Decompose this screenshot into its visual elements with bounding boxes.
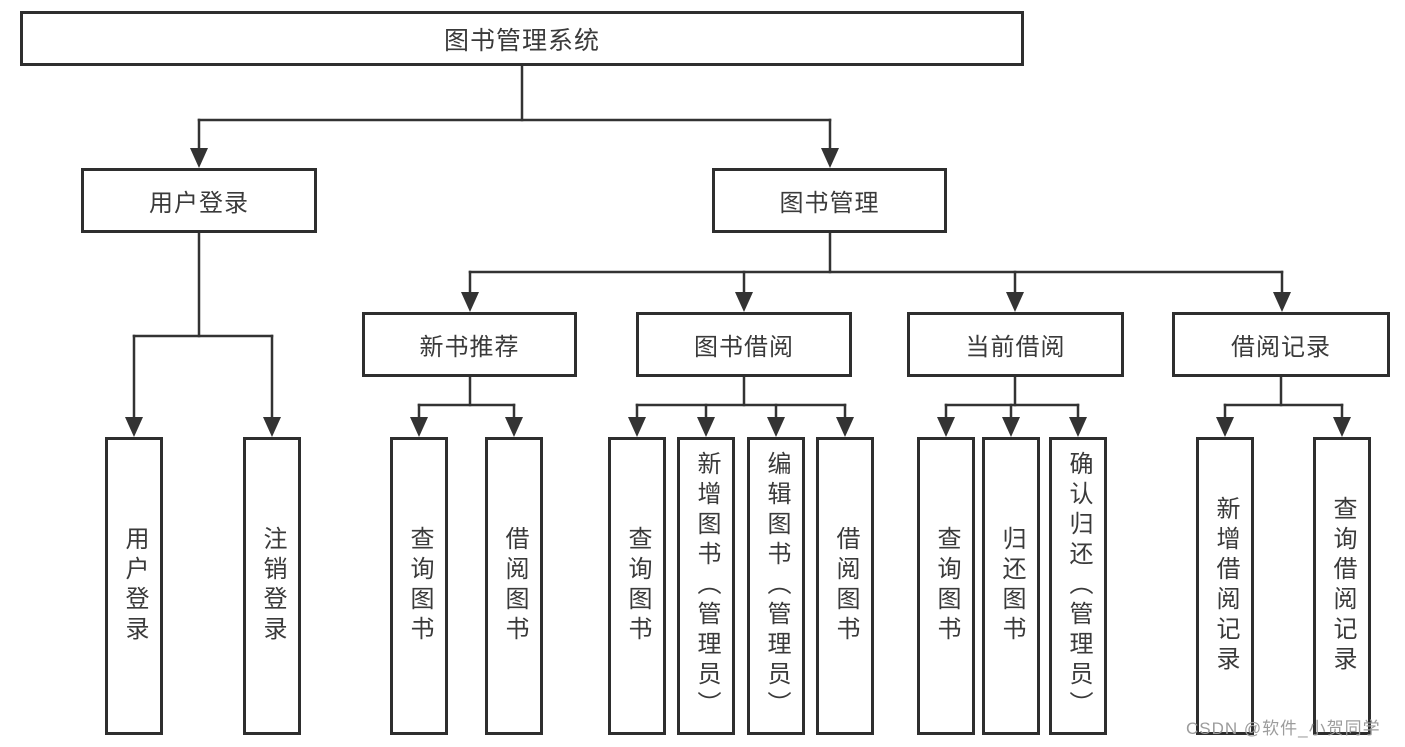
leaf-return-books: 归还图书 (982, 437, 1040, 735)
leaf-query-books-recommend: 查询图书 (390, 437, 448, 735)
leaf-add-borrow-record: 新增借阅记录 (1196, 437, 1254, 735)
leaf-user-login: 用户登录 (105, 437, 163, 735)
node-user-login: 用户登录 (81, 168, 317, 233)
leaf-logout: 注销登录 (243, 437, 301, 735)
leaf-add-book-admin: 新增图书（管理员） (677, 437, 735, 735)
node-new-book-recommend: 新书推荐 (362, 312, 577, 377)
leaf-confirm-return-admin: 确认归还（管理员） (1049, 437, 1107, 735)
node-root-system: 图书管理系统 (20, 11, 1024, 66)
leaf-query-books-current: 查询图书 (917, 437, 975, 735)
node-book-management: 图书管理 (712, 168, 947, 233)
arrowheads (125, 148, 1351, 437)
node-book-borrow: 图书借阅 (636, 312, 852, 377)
leaf-edit-book-admin: 编辑图书（管理员） (747, 437, 805, 735)
csdn-watermark: CSDN @软件_小贺同学 (1186, 719, 1381, 738)
node-borrow-records: 借阅记录 (1172, 312, 1390, 377)
node-current-borrow: 当前借阅 (907, 312, 1124, 377)
leaf-query-borrow-record: 查询借阅记录 (1313, 437, 1371, 735)
leaf-query-books-borrow: 查询图书 (608, 437, 666, 735)
leaf-borrow-books: 借阅图书 (816, 437, 874, 735)
leaf-borrow-books-recommend: 借阅图书 (485, 437, 543, 735)
